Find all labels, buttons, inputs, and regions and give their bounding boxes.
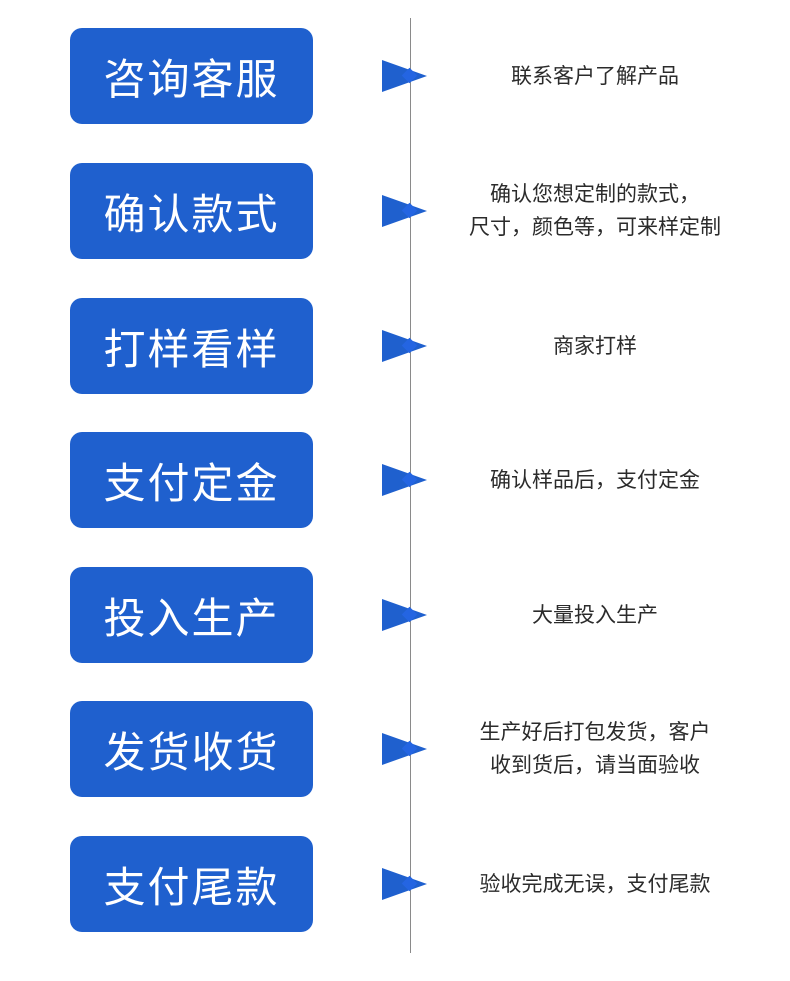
step-description: 商家打样 xyxy=(553,334,637,358)
process-step-confirm-style: 确认款式 确认您想定制的款式， 尺寸，颜色等，可来样定制 xyxy=(0,163,790,259)
step-label: 支付定金 xyxy=(103,459,280,507)
step-label: 打样看样 xyxy=(103,325,280,373)
process-step-shipping: 发货收货 生产好后打包发货，客户 收到货后，请当面验收 xyxy=(0,701,790,797)
step-description: 生产好后打包发货，客户 收到货后，请当面验收 xyxy=(479,721,711,777)
process-step-production: 投入生产 大量投入生产 xyxy=(0,567,790,663)
step-description: 大量投入生产 xyxy=(532,603,658,627)
process-step-consult: 咨询客服 联系客户了解产品 xyxy=(0,28,790,124)
step-box: 打样看样 xyxy=(70,298,427,394)
step-label: 确认款式 xyxy=(103,190,280,238)
process-step-sample: 打样看样 商家打样 xyxy=(0,298,790,394)
step-description: 验收完成无误，支付尾款 xyxy=(479,872,711,896)
step-box: 投入生产 xyxy=(70,567,427,663)
step-box: 支付定金 xyxy=(70,432,427,528)
step-box: 咨询客服 xyxy=(70,28,427,124)
step-label: 咨询客服 xyxy=(103,55,280,103)
process-step-deposit: 支付定金 确认样品后，支付定金 xyxy=(0,432,790,528)
step-box: 支付尾款 xyxy=(70,836,427,932)
step-label: 支付尾款 xyxy=(103,863,280,911)
step-box: 发货收货 xyxy=(70,701,427,797)
step-description: 联系客户了解产品 xyxy=(511,64,679,88)
step-description: 确认您想定制的款式， 尺寸，颜色等，可来样定制 xyxy=(469,183,721,239)
step-box: 确认款式 xyxy=(70,163,427,259)
step-description: 确认样品后，支付定金 xyxy=(490,468,700,492)
step-label: 投入生产 xyxy=(103,594,280,642)
step-label: 发货收货 xyxy=(103,728,280,776)
process-step-final-payment: 支付尾款 验收完成无误，支付尾款 xyxy=(0,836,790,932)
